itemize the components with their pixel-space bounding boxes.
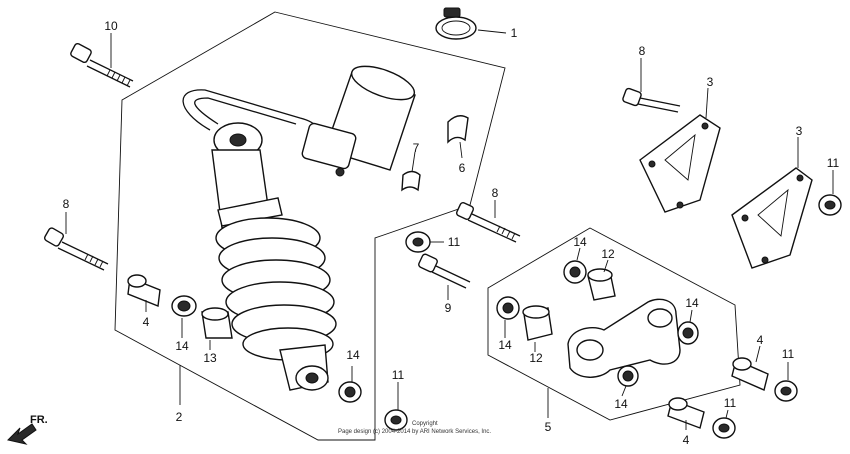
- dust-seal-14-mid-left-part[interactable]: [496, 296, 520, 320]
- callout-8c[interactable]: 8: [492, 186, 499, 200]
- bolt-8-center-part[interactable]: [455, 201, 521, 243]
- bolt-8-right-part[interactable]: [622, 87, 681, 113]
- callout-14e[interactable]: 14: [685, 296, 699, 310]
- collar-12-lower-part[interactable]: [522, 305, 553, 341]
- collar-4-left-part[interactable]: [127, 274, 161, 307]
- bolt-8-left-part[interactable]: [43, 227, 109, 271]
- callout-13[interactable]: 13: [203, 351, 217, 365]
- copyright-line-1: Copyright: [412, 421, 438, 427]
- callout-12a[interactable]: 12: [601, 247, 615, 261]
- callout-4c[interactable]: 4: [683, 433, 690, 447]
- callout-11d[interactable]: 11: [782, 347, 795, 361]
- front-direction-arrow-icon: [7, 423, 37, 445]
- callout-2[interactable]: 2: [176, 410, 183, 424]
- collar-12-upper-part[interactable]: [587, 268, 616, 301]
- nut-11-center-part[interactable]: [405, 231, 431, 253]
- callout-1[interactable]: 1: [511, 26, 518, 40]
- copyright-line-2: Page design (c) 2004-2014 by ARI Network…: [338, 429, 491, 435]
- callout-14c[interactable]: 14: [573, 235, 587, 249]
- callout-7[interactable]: 7: [413, 141, 420, 155]
- nut-11-right-part[interactable]: [818, 194, 842, 216]
- shock-reservoir-part[interactable]: [301, 59, 418, 177]
- callout-14b[interactable]: 14: [346, 348, 360, 362]
- callout-6[interactable]: 6: [459, 161, 466, 175]
- callout-10[interactable]: 10: [104, 19, 118, 33]
- rear-shock-absorber-part[interactable]: [211, 122, 337, 391]
- callout-11e[interactable]: 11: [724, 396, 737, 410]
- bolt-10-part[interactable]: [70, 42, 134, 88]
- shock-arm-plate-3b-part[interactable]: [731, 167, 813, 269]
- dust-seal-14-upper-left-part[interactable]: [563, 260, 587, 284]
- hose-clamp-part[interactable]: [435, 7, 477, 40]
- callout-4a[interactable]: 4: [143, 315, 150, 329]
- callout-8b[interactable]: 8: [639, 44, 646, 58]
- bolt-9-part[interactable]: [418, 253, 471, 289]
- shock-link-5-part[interactable]: [567, 298, 681, 378]
- nut-11-link-bottom-part[interactable]: [712, 417, 736, 439]
- nut-11-link-right-part[interactable]: [774, 380, 798, 402]
- callout-11c[interactable]: 11: [392, 368, 405, 382]
- dust-seal-14-link-right-part[interactable]: [677, 321, 699, 345]
- seal-7-part[interactable]: [401, 170, 421, 192]
- dust-seal-14-left-part[interactable]: [171, 295, 197, 317]
- nut-11-bottom-part[interactable]: [384, 409, 408, 431]
- callout-11a[interactable]: 11: [448, 235, 461, 249]
- callout-4b[interactable]: 4: [757, 333, 764, 347]
- callout-3a[interactable]: 3: [707, 75, 714, 89]
- dust-seal-14-lower-part[interactable]: [338, 381, 362, 403]
- needle-bearing-13-part[interactable]: [201, 307, 233, 339]
- linkage-assembly-boundary: [487, 227, 741, 421]
- collar-4-right-part[interactable]: [731, 357, 769, 391]
- callout-14f[interactable]: 14: [614, 397, 628, 411]
- callout-5[interactable]: 5: [545, 420, 552, 434]
- shock-assembly-boundary: [114, 11, 506, 441]
- callout-14d[interactable]: 14: [498, 338, 512, 352]
- callout-9[interactable]: 9: [445, 301, 452, 315]
- shock-arm-plate-3a-part[interactable]: [639, 114, 721, 213]
- collar-4-bottom-part[interactable]: [667, 397, 705, 429]
- seal-6-part[interactable]: [447, 115, 469, 144]
- dust-seal-14-link-lower-part[interactable]: [617, 365, 639, 387]
- callout-14a[interactable]: 14: [175, 339, 189, 353]
- callout-3b[interactable]: 3: [796, 124, 803, 138]
- front-direction-label: FR.: [30, 414, 48, 426]
- callout-8a[interactable]: 8: [63, 197, 70, 211]
- callout-12b[interactable]: 12: [529, 351, 543, 365]
- callout-11b[interactable]: 11: [827, 156, 840, 170]
